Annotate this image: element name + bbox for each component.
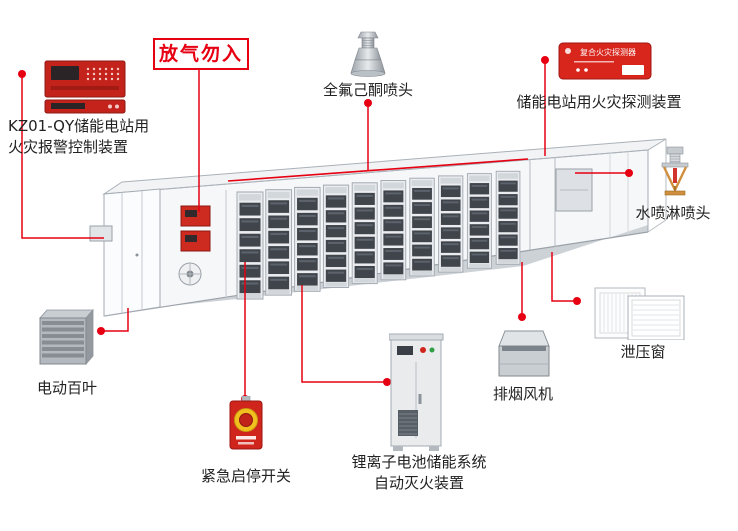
relief-window-image bbox=[594, 280, 686, 344]
interior-electrical-box bbox=[555, 168, 593, 212]
connector-lines bbox=[21, 60, 629, 399]
warning-sign: 放气勿入 bbox=[153, 38, 249, 70]
emergency-switch-label: 紧急启停开关 bbox=[200, 467, 291, 485]
interior-fan bbox=[178, 262, 202, 286]
suppression-cabinet-image bbox=[388, 332, 445, 456]
nozzle-label: 全氟己酮喷头 bbox=[322, 81, 413, 99]
fire-detector-label: 储能电站用火灾探测装置 bbox=[516, 93, 682, 111]
fire-detector-device-text: 复合火灾探测器 bbox=[580, 47, 636, 57]
fire-detector-image: 复合火灾探测器 bbox=[558, 42, 652, 84]
sprinkler-label: 水喷淋喷头 bbox=[635, 204, 711, 222]
fire-alarm-panel-label: KZ01-QY储能电站用 火灾报警控制装置 bbox=[8, 116, 149, 158]
fire-alarm-panel-image bbox=[44, 60, 126, 118]
detection-tube bbox=[227, 158, 529, 182]
suppression-cabinet-label-line1: 锂离子电池储能系统 bbox=[351, 453, 487, 471]
nozzle-image bbox=[349, 30, 387, 82]
interior-control-panels bbox=[180, 205, 211, 252]
louver-image bbox=[35, 308, 97, 372]
exhaust-fan-image bbox=[493, 324, 555, 382]
suppression-cabinet-label-line2: 自动灭火装置 bbox=[373, 474, 464, 492]
relief-window-label: 泄压窗 bbox=[620, 343, 666, 361]
fire-alarm-panel-label-line2: 火灾报警控制装置 bbox=[8, 138, 129, 156]
container-right-section bbox=[529, 139, 667, 250]
louver-label: 电动百叶 bbox=[36, 379, 97, 397]
emergency-switch-image bbox=[226, 395, 266, 456]
suppression-cabinet-label: 锂离子电池储能系统 自动灭火装置 bbox=[344, 452, 494, 494]
fire-alarm-panel-label-line1: KZ01-QY储能电站用 bbox=[8, 117, 150, 135]
sprinkler-image bbox=[654, 146, 696, 204]
container-left-wall bbox=[103, 188, 161, 317]
exhaust-fan-label: 排烟风机 bbox=[492, 385, 553, 403]
